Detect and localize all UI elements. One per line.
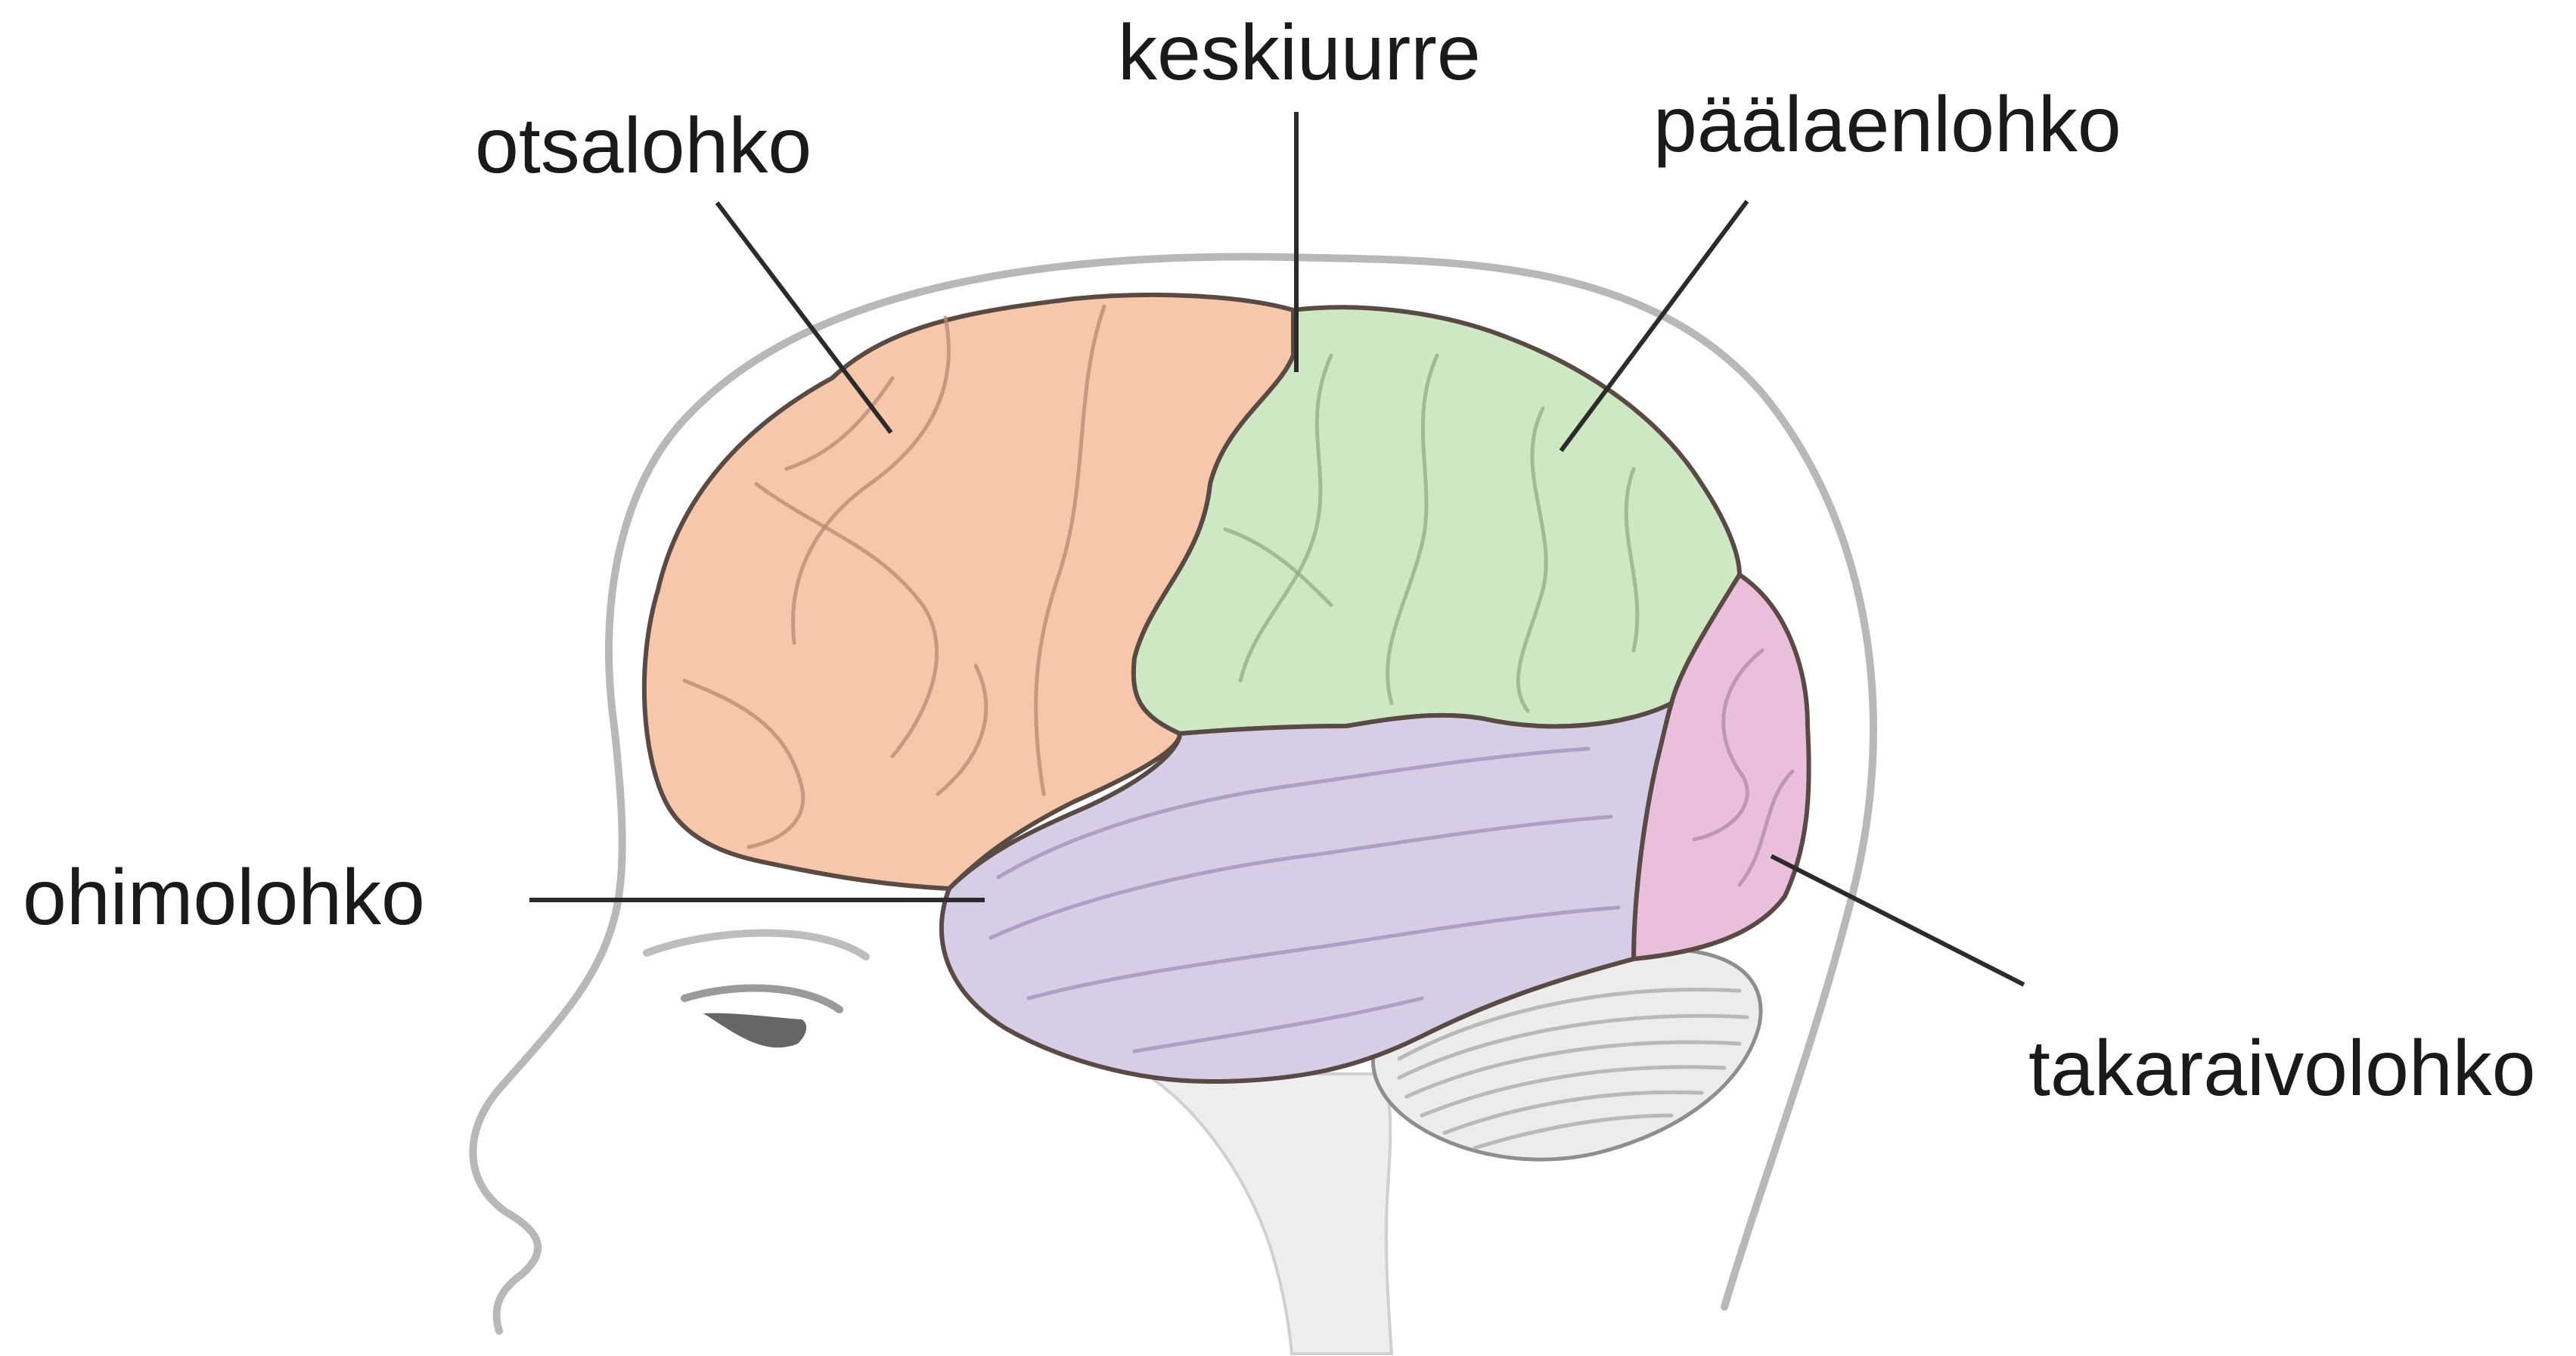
- leader-line-parietal: [1561, 201, 1747, 451]
- label-temporal-lobe: ohimolohko: [23, 854, 425, 942]
- label-central-sulcus: keskiuurre: [1118, 9, 1481, 97]
- label-frontal-lobe: otsalohko: [475, 102, 812, 190]
- label-occipital-lobe: takaraivolohko: [2028, 1025, 2536, 1112]
- label-parietal-lobe: päälaenlohko: [1653, 81, 2121, 169]
- eye: [703, 1013, 806, 1048]
- brainstem: [1146, 1074, 1392, 1354]
- eyebrow: [647, 933, 866, 957]
- leader-line-occipital: [1771, 856, 2024, 985]
- eyelid: [684, 988, 840, 1010]
